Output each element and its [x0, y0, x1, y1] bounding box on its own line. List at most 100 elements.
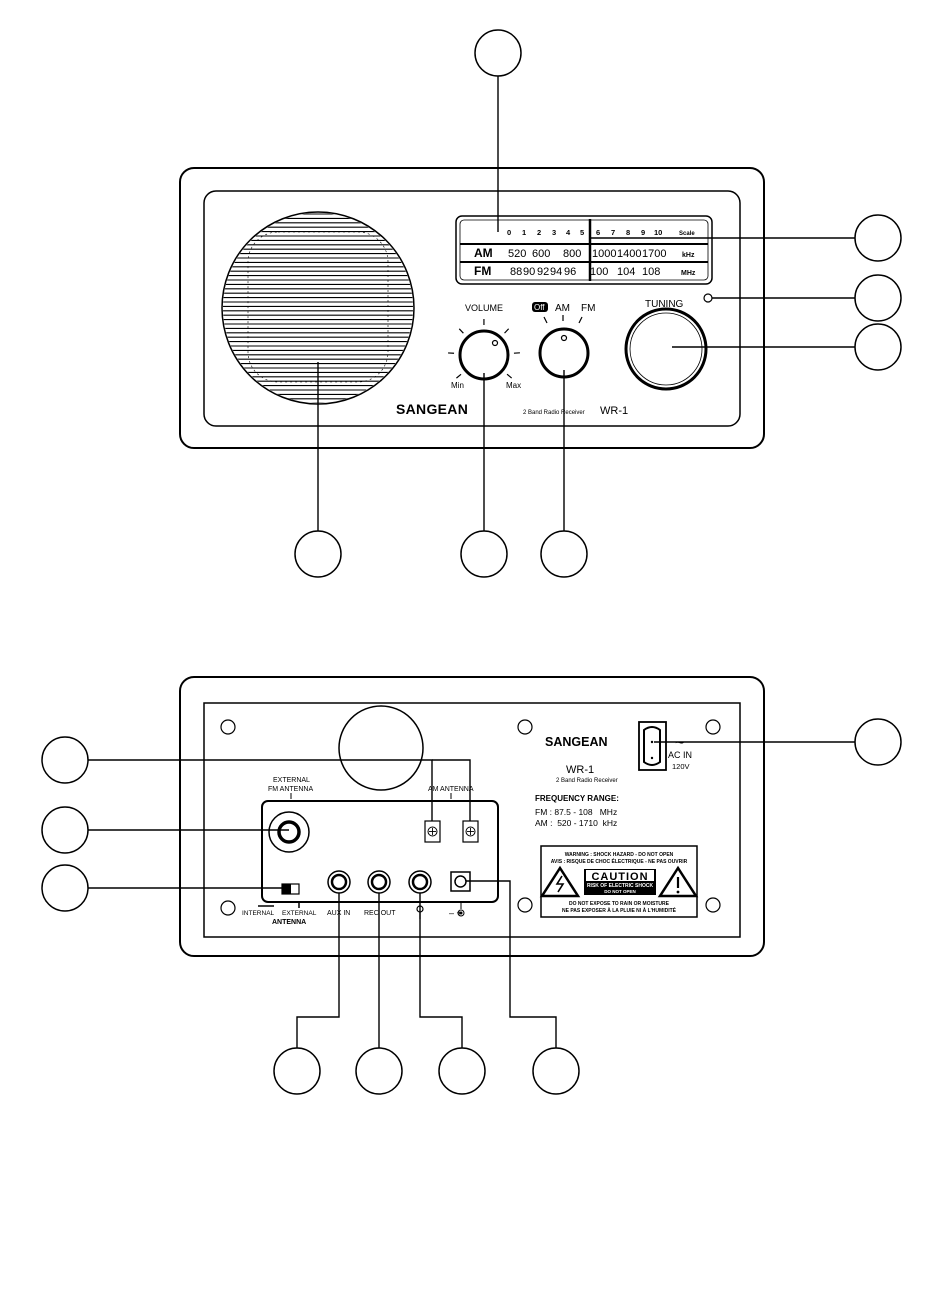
callout-power-led	[854, 274, 902, 322]
antenna-external-label: EXTERNAL	[282, 910, 317, 917]
fm-92: 92	[537, 266, 549, 278]
scale-6: 6	[596, 228, 600, 237]
fm-90: 90	[523, 266, 535, 278]
volume-tick	[504, 328, 510, 334]
front-cabinet	[179, 167, 765, 449]
back-model-description: 2 Band Radio Receiver	[556, 778, 618, 784]
scale-label: Scale	[679, 231, 695, 237]
connector-panel	[261, 800, 499, 903]
band-knob[interactable]	[538, 327, 590, 379]
frequency-range-am: AM : 520 - 1710 kHz	[535, 818, 617, 828]
scale-4: 4	[566, 228, 571, 237]
fm-band-label: FM	[474, 264, 491, 278]
volume-tick	[506, 373, 513, 379]
tuning-dial-window: 0 1 2 3 4 5 6 7 8 9 10 Scale AM 520 600 …	[455, 215, 713, 285]
warning-line-1: WARNING : SHOCK HAZARD - DO NOT OPEN	[565, 852, 674, 858]
screw	[220, 900, 236, 916]
callout-band-selector	[540, 530, 588, 578]
rec-out-label: REC OUT	[364, 910, 396, 917]
back-brand-logo: SANGEAN	[545, 735, 608, 749]
volume-tick	[456, 373, 462, 379]
rec-out-jack[interactable]	[367, 870, 391, 894]
am-antenna-label: AM ANTENNA	[428, 786, 474, 793]
band-selector: Off AM FM	[532, 302, 595, 379]
volume-tick	[458, 328, 464, 334]
volume-control: VOLUME Min Max	[448, 303, 521, 390]
volume-max-label: Max	[506, 381, 521, 390]
am-unit: kHz	[682, 252, 695, 259]
callout-volume-knob	[460, 530, 508, 578]
fm-unit: MHz	[681, 270, 696, 277]
front-panel	[203, 190, 741, 427]
tuning-control: TUNING	[624, 293, 713, 391]
warning-line-4: NE PAS EXPOSER À LA PLUIE NI À L'HUMIDIT…	[562, 906, 677, 914]
callout-antenna-switch	[41, 864, 89, 912]
frequency-range-title: FREQUENCY RANGE:	[535, 794, 619, 803]
band-am-label: AM	[555, 303, 570, 314]
ext-fm-antenna-label-2: FM ANTENNA	[268, 786, 313, 793]
callout-speaker	[294, 530, 342, 578]
antenna-switch[interactable]	[281, 883, 300, 895]
am-1400: 1400	[617, 248, 641, 260]
ext-fm-antenna-label-1: EXTERNAL	[273, 777, 310, 784]
caution-sub-2: DO NOT OPEN	[604, 889, 636, 894]
scale-8: 8	[626, 228, 630, 237]
screw	[517, 897, 533, 913]
band-knob-indicator	[560, 334, 568, 342]
am-1700: 1700	[642, 248, 666, 260]
off-badge	[532, 302, 548, 312]
front-model-name: WR-1	[600, 405, 628, 417]
am-band-label: AM	[474, 246, 493, 260]
am-520: 520	[508, 248, 526, 260]
back-view: EXTERNAL FM ANTENNA AM ANTENNA	[41, 676, 902, 1095]
front-callouts	[294, 29, 902, 578]
fm-88: 88	[510, 266, 522, 278]
frequency-range-fm: FM : 87.5 - 108 MHz	[535, 807, 617, 817]
bass-port	[338, 705, 424, 791]
fm-108: 108	[642, 266, 660, 278]
warning-line-2: AVIS : RISQUE DE CHOC ÉLECTRIQUE - NE PA…	[551, 857, 688, 865]
scale-0: 0	[507, 228, 511, 237]
callout-dial-pointer	[854, 214, 902, 262]
scale-2: 2	[537, 228, 541, 237]
band-fm-label: FM	[581, 303, 595, 314]
front-brand-logo: SANGEAN	[396, 401, 468, 417]
back-callouts	[88, 741, 855, 1048]
fm-antenna-socket[interactable]	[268, 811, 310, 853]
ac-symbol: ~	[675, 735, 684, 752]
am-1000: 1000	[592, 248, 616, 260]
am-600: 600	[532, 248, 550, 260]
ac-inlet[interactable]	[638, 721, 667, 771]
back-model-name: WR-1	[566, 764, 594, 776]
back-screws	[220, 719, 721, 916]
headphone-jack[interactable]	[408, 870, 432, 894]
ac-in-label: AC IN	[668, 750, 692, 760]
callout-fm-antenna-socket	[41, 806, 89, 854]
scale-3: 3	[552, 228, 556, 237]
safety-warning-label: WARNING : SHOCK HAZARD - DO NOT OPEN AVI…	[539, 845, 699, 918]
fm-96: 96	[564, 266, 576, 278]
am-antenna-terminal-1[interactable]	[424, 820, 441, 843]
callout-rec-out	[355, 1047, 403, 1095]
screw	[517, 719, 533, 735]
callout-am-antenna-terminals	[41, 736, 89, 784]
volume-min-label: Min	[451, 381, 464, 390]
tuning-label: TUNING	[645, 299, 684, 310]
caution-exclamation-icon	[657, 865, 699, 898]
callout-tuning-knob	[854, 323, 902, 371]
front-model-description: 2 Band Radio Receiver	[523, 410, 585, 416]
caution-heading: CAUTION	[591, 871, 648, 883]
aux-in-jack[interactable]	[327, 870, 351, 894]
power-indicator-led	[703, 293, 713, 303]
tuning-knob[interactable]	[624, 307, 708, 391]
screw	[220, 719, 236, 735]
volume-knob[interactable]	[458, 329, 510, 381]
dc-polarity-icon	[457, 903, 465, 917]
scale-10: 10	[654, 228, 662, 237]
fm-100: 100	[590, 266, 608, 278]
shock-hazard-icon	[539, 865, 581, 898]
am-antenna-terminal-2[interactable]	[462, 820, 479, 843]
callout-ac-inlet	[854, 718, 902, 766]
antenna-internal-label: INTERNAL	[242, 910, 275, 917]
warning-line-3: DO NOT EXPOSE TO RAIN OR MOISTURE	[569, 901, 670, 907]
